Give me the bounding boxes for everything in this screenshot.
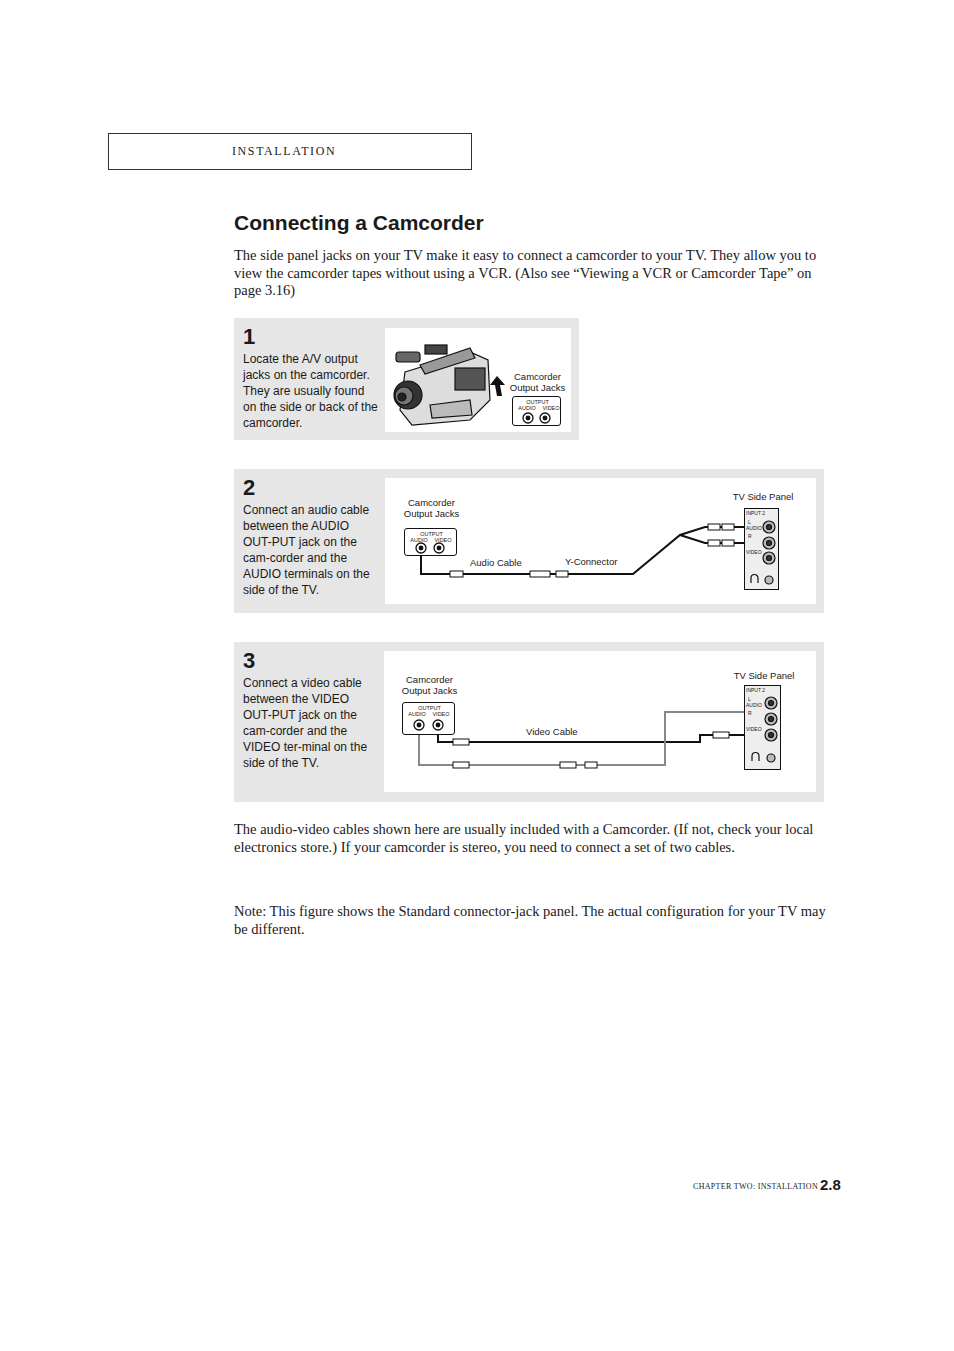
intro-paragraph: The side panel jacks on your TV make it … bbox=[234, 247, 834, 300]
jack-heading: Camcorder Output Jacks bbox=[395, 498, 468, 519]
jack-panel: Camcorder Output JacksOUTPUTAUDIOVIDEO bbox=[402, 702, 455, 735]
jack-label: AUDIO bbox=[407, 537, 431, 543]
jack-panel: Camcorder Output JacksOUTPUTAUDIOVIDEO bbox=[512, 396, 561, 426]
jack-label: OUTPUT bbox=[403, 705, 456, 711]
panel-heading: TV Side Panel bbox=[724, 671, 804, 682]
pin-label: VIDEO bbox=[746, 726, 766, 732]
pin-label: AUDIO bbox=[746, 702, 766, 708]
cable-label: Audio Cable bbox=[468, 557, 524, 568]
jack-heading: Camcorder Output Jacks bbox=[503, 372, 572, 393]
jack-label: OUTPUT bbox=[513, 399, 562, 405]
panel-heading: TV Side Panel bbox=[723, 492, 803, 503]
section-header: INSTALLATION bbox=[108, 133, 472, 170]
pin-label: L bbox=[748, 696, 762, 702]
jack-panel: Camcorder Output JacksOUTPUTAUDIOVIDEO bbox=[404, 528, 457, 556]
body-paragraph: The audio-video cables shown here are us… bbox=[234, 821, 834, 856]
page-number: 2.8 bbox=[820, 1176, 860, 1194]
pin-label: INPUT 2 bbox=[746, 687, 776, 693]
page-title: Connecting a Camcorder bbox=[234, 210, 834, 236]
step-text: Connect a video cable between the VIDEO … bbox=[243, 675, 381, 771]
step-number: 2 bbox=[243, 475, 283, 501]
footer-chapter: CHAPTER TWO: INSTALLATION bbox=[640, 1182, 818, 1192]
jack-heading: Camcorder Output Jacks bbox=[393, 675, 466, 696]
pin-label: VIDEO bbox=[746, 549, 766, 555]
jack-label: VIDEO bbox=[429, 711, 453, 717]
step-panel: 1Locate the A/V output jacks on the camc… bbox=[234, 318, 579, 440]
pin-label: L bbox=[748, 519, 762, 525]
cable-label: Video Cable bbox=[524, 726, 580, 737]
pin-label: INPUT 2 bbox=[746, 510, 776, 516]
note-paragraph: Note: This figure shows the Standard con… bbox=[234, 903, 834, 938]
jack-label: AUDIO bbox=[405, 711, 429, 717]
header-text: INSTALLATION bbox=[232, 144, 462, 159]
tv-side-panel: TV Side PanelINPUT 2LAUDIORVIDEO bbox=[744, 685, 781, 770]
step-panel: 3Connect a video cable between the VIDEO… bbox=[234, 642, 824, 802]
jack-label: VIDEO bbox=[539, 405, 563, 411]
jack-label: AUDIO bbox=[515, 405, 539, 411]
step-number: 3 bbox=[243, 648, 283, 674]
pin-label: R bbox=[748, 533, 762, 539]
jack-label: OUTPUT bbox=[405, 531, 458, 537]
step-text: Connect an audio cable between the AUDIO… bbox=[243, 502, 381, 598]
step-text: Locate the A/V output jacks on the camco… bbox=[243, 351, 381, 431]
connector-label: Y-Connector bbox=[565, 556, 627, 567]
tv-side-panel: TV Side PanelINPUT 2LAUDIORVIDEO bbox=[744, 508, 779, 590]
jack-label: VIDEO bbox=[431, 537, 455, 543]
pin-label: R bbox=[748, 710, 762, 716]
step-number: 1 bbox=[243, 324, 283, 350]
step-panel: 2Connect an audio cable between the AUDI… bbox=[234, 469, 824, 613]
pin-label: AUDIO bbox=[746, 525, 766, 531]
